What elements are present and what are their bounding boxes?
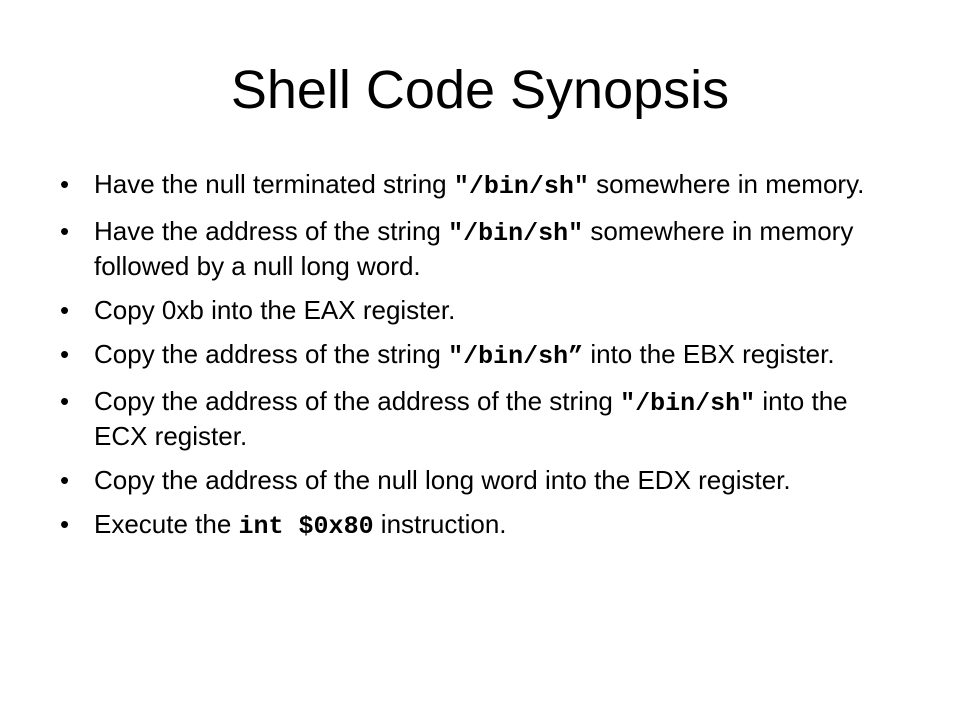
bullet-dot-icon: • — [60, 465, 70, 495]
bullet-item: • Copy 0xb into the EAX register. — [60, 294, 890, 326]
bullet-item: • Copy the address of the address of the … — [60, 385, 890, 452]
bullet-text: into the ECX register. — [94, 386, 848, 451]
bullet-dot-icon: • — [60, 216, 70, 246]
code-text: "/bin/sh" — [448, 219, 584, 248]
bullet-text: somewhere in memory. — [588, 169, 865, 199]
bullet-text: into the EBX register. — [583, 339, 835, 369]
bullet-dot-icon: • — [60, 339, 70, 369]
bullet-item: • Copy the address of the string "/bin/sh… — [60, 338, 890, 373]
bullet-dot-icon: • — [60, 169, 70, 199]
bullet-text: somewhere in memory followed by a null l… — [94, 216, 854, 281]
bullet-item: • Copy the address of the null long word … — [60, 464, 890, 496]
code-text: "/bin/sh” — [448, 342, 584, 371]
bullet-text: instruction. — [373, 509, 507, 539]
bullet-text: Copy 0xb into the EAX register. — [94, 295, 456, 325]
code-text: "/bin/sh" — [453, 172, 589, 201]
bullet-text: Have the address of the string — [94, 216, 449, 246]
bullet-dot-icon: • — [60, 295, 70, 325]
bullet-dot-icon: • — [60, 509, 70, 539]
bullet-text: Execute the — [94, 509, 239, 539]
bullet-text: Copy the address of the address of the s… — [94, 386, 621, 416]
bullet-text: Copy the address of the null long word i… — [94, 465, 791, 495]
code-text: int $0x80 — [238, 512, 374, 541]
slide-title: Shell Code Synopsis — [230, 60, 730, 120]
bullet-item: • Have the null terminated string "/bin/s… — [60, 168, 890, 203]
bullet-dot-icon: • — [60, 386, 70, 416]
code-text: "/bin/sh" — [620, 389, 756, 418]
bullet-text: Have the null terminated string — [94, 169, 454, 199]
bullet-text: Copy the address of the string — [94, 339, 449, 369]
bullet-list: • Have the null terminated string "/bin/s… — [60, 168, 890, 555]
bullet-item: • Have the address of the string "/bin/sh… — [60, 215, 890, 282]
bullet-item: • Execute the int $0x80 instruction. — [60, 508, 890, 543]
